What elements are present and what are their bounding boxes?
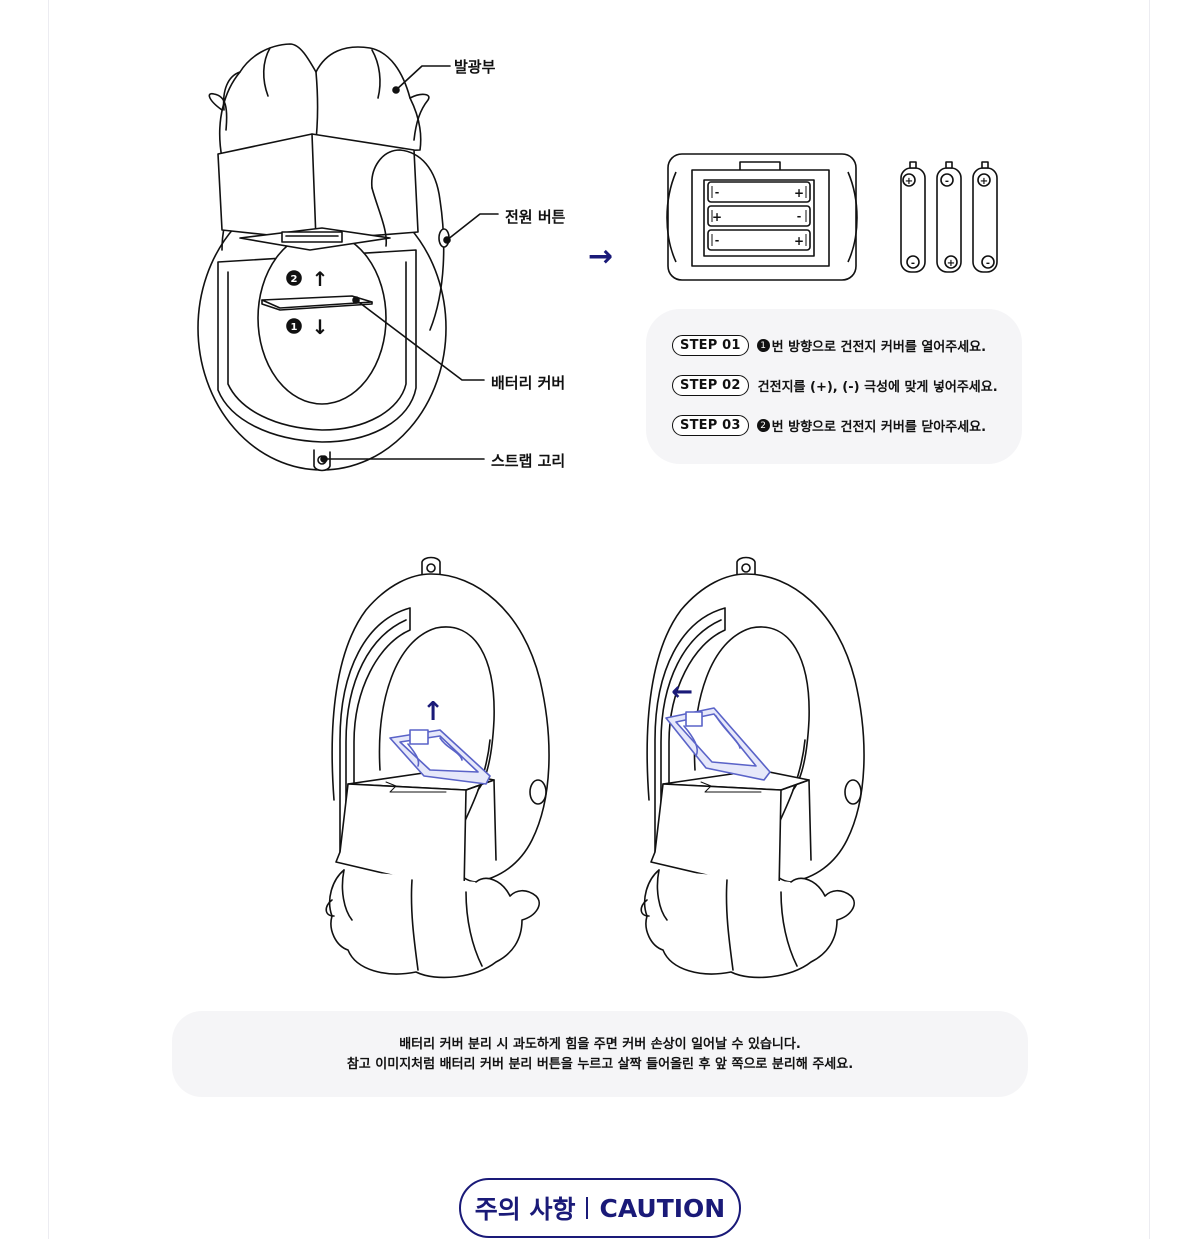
lift-up-arrow-icon: ↑ bbox=[422, 697, 444, 727]
battery3-bottom-minus: - bbox=[986, 258, 990, 269]
battery1-bottom-minus: - bbox=[911, 258, 915, 269]
slot3-minus: - bbox=[715, 234, 720, 247]
pull-left-arrow-icon: ← bbox=[671, 677, 693, 707]
badge-1-circle bbox=[286, 318, 302, 334]
caution-korean: 주의 사항 bbox=[474, 1195, 576, 1224]
step-row-02: STEP 02 건전지를 (+), (-) 극성에 맞게 넣어주세요. bbox=[672, 375, 998, 396]
step-text-01: 번 방향으로 건전지 커버를 열어주세요. bbox=[771, 340, 987, 355]
step-label-03: STEP 03 bbox=[672, 415, 749, 436]
caution-separator bbox=[586, 1197, 589, 1219]
lifted-cover-left bbox=[389, 729, 491, 785]
battery2-bottom-plus: + bbox=[947, 258, 955, 269]
down-arrow-icon: ↓ bbox=[312, 315, 329, 339]
slot2-minus: - bbox=[797, 210, 802, 223]
badge-1-text: 1 bbox=[291, 322, 298, 333]
up-arrow-icon: ↑ bbox=[312, 267, 329, 291]
slot2-plus: + bbox=[712, 210, 722, 224]
battery3-top-plus: + bbox=[980, 176, 988, 187]
slot1-plus: + bbox=[794, 186, 804, 200]
step-label-02: STEP 02 bbox=[672, 375, 749, 396]
removal-note-panel: 배터리 커버 분리 시 과도하게 힘을 주면 커버 손상이 일어날 수 있습니다… bbox=[172, 1011, 1028, 1097]
loose-batteries bbox=[900, 161, 998, 273]
step-badge-03: 2 bbox=[756, 419, 770, 432]
badge-2-text: 2 bbox=[291, 274, 298, 285]
callout-battery-cover: 배터리 커버 bbox=[491, 374, 566, 392]
step-badge-01: 1 bbox=[756, 339, 770, 352]
callout-strap-ring: 스트랩 고리 bbox=[491, 452, 566, 470]
slot3-plus: + bbox=[794, 234, 804, 248]
right-arrow-icon: → bbox=[588, 239, 614, 274]
note-line-2: 참고 이미지처럼 배터리 커버 분리 버튼을 누르고 살짝 들어올린 후 앞 쪽… bbox=[346, 1057, 854, 1072]
slot1-minus: - bbox=[715, 186, 720, 199]
caution-english: CAUTION bbox=[599, 1193, 726, 1223]
callout-light-part: 발광부 bbox=[454, 58, 496, 76]
leader-lines bbox=[320, 65, 499, 463]
step-row-01: STEP 01 1 번 방향으로 건전지 커버를 열어주세요. bbox=[672, 335, 986, 356]
light-part-petals bbox=[208, 43, 430, 159]
step-text-03: 번 방향으로 건전지 커버를 닫아주세요. bbox=[771, 420, 987, 435]
step-row-03: STEP 03 2 번 방향으로 건전지 커버를 닫아주세요. bbox=[672, 415, 986, 436]
steps-panel: STEP 01 1 번 방향으로 건전지 커버를 열어주세요. STEP 02 … bbox=[646, 309, 1022, 464]
lifted-cover-right bbox=[665, 707, 771, 781]
battery1-top-plus: + bbox=[905, 176, 913, 187]
caution-heading: 주의 사항 CAUTION bbox=[459, 1178, 741, 1238]
badge-2-circle bbox=[286, 270, 302, 286]
battery2-top-minus: - bbox=[945, 176, 949, 187]
step-text-02: 건전지를 (+), (-) 극성에 맞게 넣어주세요. bbox=[757, 380, 998, 395]
callout-power-button: 전원 버튼 bbox=[505, 208, 566, 226]
note-line-1: 배터리 커버 분리 시 과도하게 힘을 주면 커버 손상이 일어날 수 있습니다… bbox=[399, 1037, 801, 1052]
step-label-01: STEP 01 bbox=[672, 335, 749, 356]
